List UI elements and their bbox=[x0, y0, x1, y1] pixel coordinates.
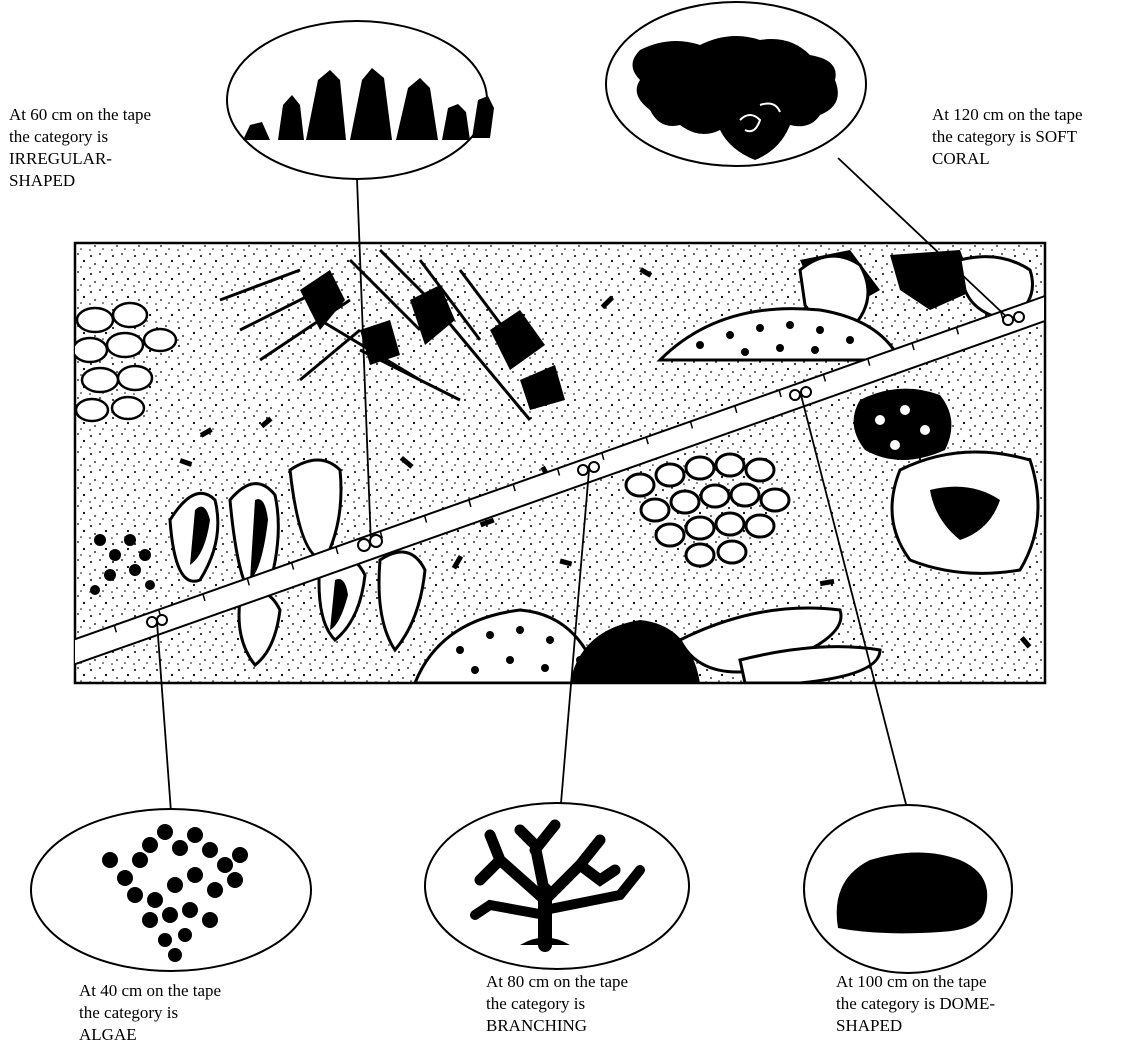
caption-line: IRREGULAR- bbox=[9, 148, 151, 170]
caption-line: the category is bbox=[486, 993, 628, 1015]
tape-marker-40cm bbox=[147, 615, 167, 627]
caption-line: SHAPED bbox=[836, 1015, 995, 1037]
callout-irregular bbox=[227, 21, 494, 179]
caption-irregular: At 60 cm on the tape the category is IRR… bbox=[9, 104, 151, 192]
caption-line: the category is SOFT bbox=[932, 126, 1083, 148]
caption-line: ALGAE bbox=[79, 1024, 221, 1046]
caption-line: At 60 cm on the tape bbox=[9, 104, 151, 126]
callout-algae bbox=[31, 809, 311, 971]
caption-branching: At 80 cm on the tape the category is BRA… bbox=[486, 971, 628, 1037]
black-coral-blob bbox=[854, 389, 952, 460]
caption-line: BRANCHING bbox=[486, 1015, 628, 1037]
caption-line: SHAPED bbox=[9, 170, 151, 192]
caption-softcoral: At 120 cm on the tape the category is SO… bbox=[932, 104, 1083, 170]
caption-line: the category is bbox=[79, 1002, 221, 1024]
caption-line: the category is bbox=[9, 126, 151, 148]
caption-line: the category is DOME- bbox=[836, 993, 995, 1015]
caption-line: At 100 cm on the tape bbox=[836, 971, 995, 993]
caption-line: At 40 cm on the tape bbox=[79, 980, 221, 1002]
callout-branching bbox=[425, 803, 689, 969]
callout-dome bbox=[804, 805, 1012, 973]
callout-softcoral bbox=[606, 2, 866, 166]
caption-dome: At 100 cm on the tape the category is DO… bbox=[836, 971, 995, 1037]
caption-line: CORAL bbox=[932, 148, 1083, 170]
caption-line: At 80 cm on the tape bbox=[486, 971, 628, 993]
caption-line: At 120 cm on the tape bbox=[932, 104, 1083, 126]
reef-scene bbox=[70, 243, 1045, 683]
caption-algae: At 40 cm on the tape the category is ALG… bbox=[79, 980, 221, 1046]
